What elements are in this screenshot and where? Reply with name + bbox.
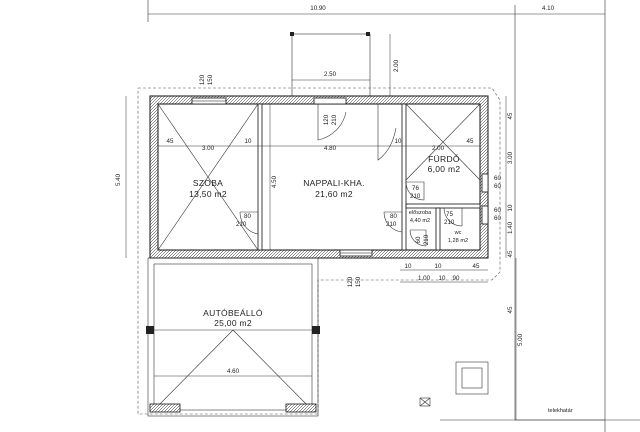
dim-carport-height: 5.00 bbox=[517, 333, 524, 346]
room-szoba-area: 13,50 m2 bbox=[189, 189, 227, 199]
win-tag-right-a: 60 bbox=[494, 175, 501, 182]
carport-pillar-right bbox=[312, 326, 320, 334]
dim-right-45c: 45 bbox=[507, 306, 514, 313]
room-szoba-name: SZOBA bbox=[193, 178, 223, 188]
wall-eloszoba-wc bbox=[435, 207, 441, 251]
dim-window-bottom-height: 150 bbox=[355, 276, 362, 287]
dim-door-top-width: 120 bbox=[323, 114, 330, 125]
room-wc-area: 1,28 m2 bbox=[448, 238, 468, 244]
door-tag-szoba: 80 bbox=[244, 213, 251, 220]
door-tag-small: 60 bbox=[415, 236, 422, 243]
room-carport-area: 25,00 m2 bbox=[214, 318, 252, 328]
door-swing-szoba bbox=[239, 211, 259, 235]
dim-wall-45a: 45 bbox=[167, 138, 174, 145]
door-swing-main bbox=[317, 104, 347, 141]
roof-outline bbox=[137, 87, 501, 415]
win-tag-right-b: 60 bbox=[494, 207, 501, 214]
dim-bot-100: 1.00 bbox=[418, 275, 431, 282]
plot-line-label: telekhatár bbox=[548, 408, 573, 414]
room-eloszoba-area: 4,40 m2 bbox=[410, 218, 430, 224]
door-tag-szoba-h: 210 bbox=[236, 221, 247, 228]
dim-bot-10c: 10 bbox=[439, 275, 446, 282]
door-tag-furdo: 76 bbox=[412, 185, 419, 192]
door-tag-small-h: 210 bbox=[423, 234, 430, 245]
dim-door-top-height: 210 bbox=[331, 114, 338, 125]
window-wc-right bbox=[481, 205, 489, 225]
dim-window-top-height: 150 bbox=[207, 74, 214, 85]
dim-window-bottom-width: 120 bbox=[347, 276, 354, 287]
site-meter bbox=[419, 397, 431, 407]
dim-window-top-width: 120 bbox=[199, 74, 206, 85]
dim-wall-10b: 10 bbox=[395, 138, 402, 145]
wall-furdo-eloszoba bbox=[405, 203, 481, 209]
door-swing-eloszoba bbox=[383, 211, 403, 233]
door-tag-wc-h: 210 bbox=[444, 219, 455, 226]
dim-top-right: 4.10 bbox=[542, 5, 555, 12]
wall-nappali-furdo bbox=[401, 103, 407, 251]
window-furdo-right bbox=[481, 173, 489, 193]
terrace-outline bbox=[291, 33, 371, 97]
win-tag-right-a-h: 60 bbox=[494, 183, 501, 190]
dim-furdo-width: 2.00 bbox=[432, 145, 445, 152]
dim-terrace-depth: 2.00 bbox=[393, 59, 400, 72]
room-eloszoba-name: előszoba bbox=[409, 210, 432, 216]
dim-left-height: 5.40 bbox=[115, 173, 122, 186]
dim-interior-height: 4.50 bbox=[271, 175, 278, 188]
site-pit-outer bbox=[455, 361, 489, 395]
room-furdo-name: FÜRDŐ bbox=[428, 154, 460, 164]
dim-bot-10a: 10 bbox=[405, 263, 412, 270]
win-tag-right-b-h: 60 bbox=[494, 215, 501, 222]
dim-top-total: 10.90 bbox=[310, 5, 326, 12]
dim-right-45b: 45 bbox=[507, 250, 514, 257]
dim-carport-width: 4.60 bbox=[227, 368, 240, 375]
door-tag-eloszoba: 80 bbox=[390, 213, 397, 220]
door-swing-wc bbox=[443, 207, 463, 227]
wall-szoba-nappali bbox=[257, 103, 263, 251]
dim-bot-90: 90 bbox=[453, 275, 460, 282]
door-tag-furdo-h: 210 bbox=[410, 193, 421, 200]
room-carport-name: AUTÓBEÁLLÓ bbox=[203, 308, 263, 318]
door-swing-furdo bbox=[405, 181, 425, 201]
room-furdo-area: 6,00 m2 bbox=[428, 164, 461, 174]
dim-wall-45b: 45 bbox=[467, 138, 474, 145]
exterior-walls bbox=[149, 95, 489, 259]
room-nappali-area: 21,60 m2 bbox=[315, 189, 353, 199]
room-wc-name: wc bbox=[454, 230, 462, 236]
dim-bot-10b: 10 bbox=[435, 263, 442, 270]
door-nappali-top bbox=[313, 97, 347, 105]
dim-right-45a: 45 bbox=[507, 112, 514, 119]
door-tag-eloszoba-h: 210 bbox=[386, 221, 397, 228]
dim-szoba-width: 3.00 bbox=[202, 145, 215, 152]
dim-right-300: 3.00 bbox=[507, 151, 514, 164]
dim-nappali-width: 4.80 bbox=[324, 145, 337, 152]
carport-pillar-bottom-left bbox=[149, 403, 181, 413]
dim-right-10: 10 bbox=[507, 204, 514, 211]
room-nappali-name: NAPPALI-KHA. bbox=[303, 178, 365, 188]
dim-terrace-width: 2.50 bbox=[324, 71, 337, 78]
carport-outline bbox=[147, 257, 319, 417]
dim-wall-10a: 10 bbox=[245, 138, 252, 145]
dim-bot-45: 45 bbox=[473, 263, 480, 270]
door-tag-wc: 75 bbox=[446, 211, 453, 218]
dim-right-140: 1.40 bbox=[507, 221, 514, 234]
carport-pillar-bottom-right bbox=[285, 403, 317, 413]
carport-pillar-left bbox=[146, 326, 154, 334]
